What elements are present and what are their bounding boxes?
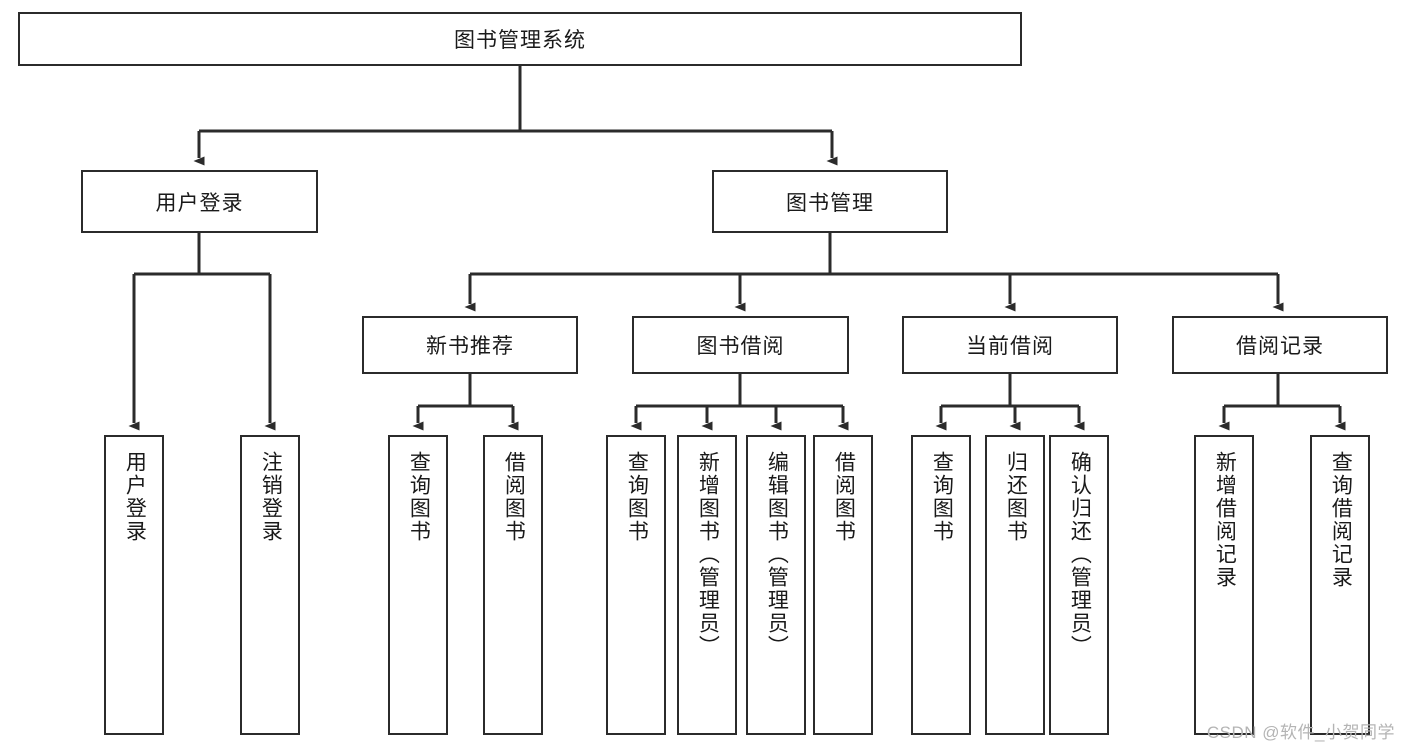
node-leaf-edit-book-label: 编辑图书（管理员） xyxy=(765,451,789,658)
node-leaf-return-book[interactable]: 归还图书 xyxy=(985,435,1045,735)
node-book-borrow[interactable]: 图书借阅 xyxy=(632,316,849,374)
node-root[interactable]: 图书管理系统 xyxy=(18,12,1022,66)
node-leaf-user-logout-label: 注销登录 xyxy=(259,451,283,543)
node-leaf-borrow-book-2-label: 借阅图书 xyxy=(832,451,856,543)
node-leaf-query-book-3[interactable]: 查询图书 xyxy=(911,435,971,735)
node-leaf-user-logout[interactable]: 注销登录 xyxy=(240,435,300,735)
node-user-login[interactable]: 用户登录 xyxy=(81,170,318,233)
node-leaf-return-book-label: 归还图书 xyxy=(1004,451,1028,543)
node-leaf-query-record[interactable]: 查询借阅记录 xyxy=(1310,435,1370,735)
node-book-borrow-label: 图书借阅 xyxy=(696,335,785,358)
node-leaf-borrow-book-1-label: 借阅图书 xyxy=(502,451,526,543)
node-borrow-record[interactable]: 借阅记录 xyxy=(1172,316,1388,374)
node-book-manage[interactable]: 图书管理 xyxy=(712,170,948,233)
node-leaf-edit-book[interactable]: 编辑图书（管理员） xyxy=(746,435,806,735)
node-current-borrow[interactable]: 当前借阅 xyxy=(902,316,1118,374)
node-leaf-confirm-return[interactable]: 确认归还（管理员） xyxy=(1049,435,1109,735)
node-leaf-user-login-label: 用户登录 xyxy=(123,451,147,543)
node-root-label: 图书管理系统 xyxy=(454,29,586,52)
node-book-manage-label: 图书管理 xyxy=(786,191,874,215)
node-user-login-label: 用户登录 xyxy=(155,191,244,215)
node-leaf-add-record-label: 新增借阅记录 xyxy=(1213,451,1237,589)
node-leaf-user-login[interactable]: 用户登录 xyxy=(104,435,164,735)
node-leaf-add-book[interactable]: 新增图书（管理员） xyxy=(677,435,737,735)
node-new-book-recommend[interactable]: 新书推荐 xyxy=(362,316,578,374)
node-leaf-query-book-2[interactable]: 查询图书 xyxy=(606,435,666,735)
node-leaf-add-book-label: 新增图书（管理员） xyxy=(696,451,720,658)
node-leaf-query-book-2-label: 查询图书 xyxy=(625,451,649,543)
node-new-book-recommend-label: 新书推荐 xyxy=(426,335,514,358)
node-leaf-query-book-3-label: 查询图书 xyxy=(930,451,954,543)
node-borrow-record-label: 借阅记录 xyxy=(1236,335,1324,358)
node-leaf-query-record-label: 查询借阅记录 xyxy=(1329,451,1353,589)
node-current-borrow-label: 当前借阅 xyxy=(966,335,1054,358)
node-leaf-borrow-book-1[interactable]: 借阅图书 xyxy=(483,435,543,735)
node-leaf-query-book-1-label: 查询图书 xyxy=(407,451,431,543)
node-leaf-query-book-1[interactable]: 查询图书 xyxy=(388,435,448,735)
node-leaf-add-record[interactable]: 新增借阅记录 xyxy=(1194,435,1254,735)
node-leaf-borrow-book-2[interactable]: 借阅图书 xyxy=(813,435,873,735)
node-leaf-confirm-return-label: 确认归还（管理员） xyxy=(1068,451,1092,658)
